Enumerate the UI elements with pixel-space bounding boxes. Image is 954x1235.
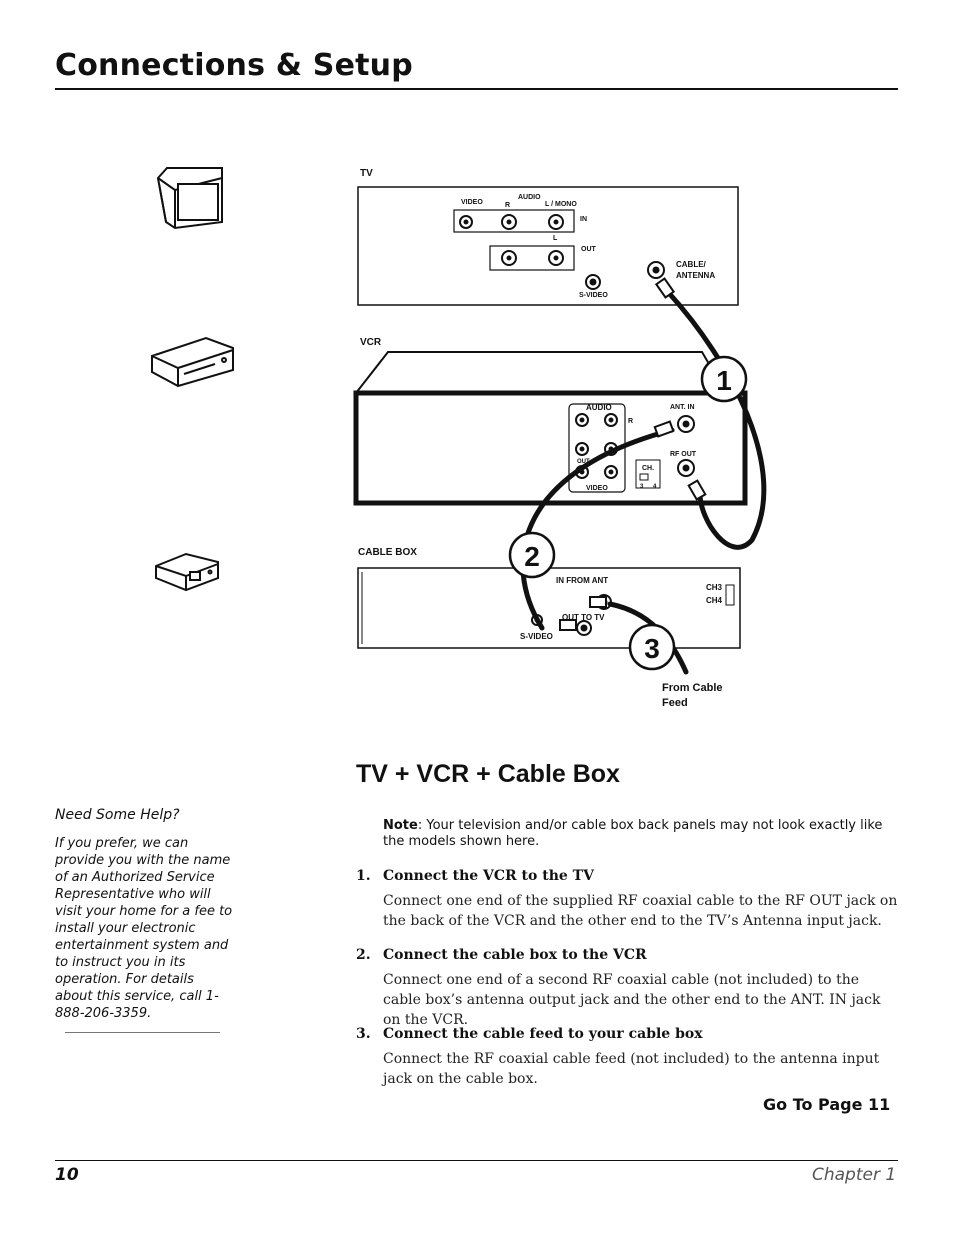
cable-box-label: CABLE BOX xyxy=(358,547,417,558)
callout-1: 1 xyxy=(700,355,748,403)
callout-2: 2 xyxy=(508,531,556,579)
title-rule xyxy=(55,88,898,90)
vcr-rf-out-label: RF OUT xyxy=(670,451,697,458)
tv-cable-antenna-label-2: ANTENNA xyxy=(676,271,715,280)
from-cable-label-1: From Cable xyxy=(662,682,723,694)
vcr-body xyxy=(353,351,748,506)
vcr-ch-label: CH. xyxy=(642,465,654,472)
section-heading: TV + VCR + Cable Box xyxy=(356,760,620,788)
step-3-heading: 3. Connect the cable feed to your cable b… xyxy=(356,1026,703,1042)
step-2-body: Connect one end of a second RF coaxial c… xyxy=(383,972,881,1028)
step-2-title: Connect the cable box to the VCR xyxy=(383,947,647,963)
vcr-icon xyxy=(151,336,234,388)
cable-ch4-label: CH4 xyxy=(706,596,723,605)
page-title: Connections & Setup xyxy=(55,48,413,83)
from-cable-label-2: Feed xyxy=(662,697,688,709)
vcr-channel-knob xyxy=(639,473,649,481)
step-3-title: Connect the cable feed to your cable box xyxy=(383,1026,703,1042)
note: Note: Your television and/or cable box b… xyxy=(383,818,883,850)
cable-connectors xyxy=(559,277,707,631)
vcr-label: VCR xyxy=(360,337,382,348)
tv-s-video-label: S-VIDEO xyxy=(579,292,608,299)
tv-in-label: IN xyxy=(580,216,587,223)
cable-box-channel-switch xyxy=(725,584,735,606)
go-to-page-link[interactable]: Go To Page 11 xyxy=(763,1095,891,1114)
help-divider xyxy=(65,1032,220,1033)
step-3-body: Connect the RF coaxial cable feed (not i… xyxy=(383,1051,880,1087)
footer-rule xyxy=(55,1160,898,1161)
cable-1 xyxy=(665,289,767,550)
vcr-ch3-label: 3 xyxy=(640,484,644,490)
step-1-body: Connect one end of the supplied RF coaxi… xyxy=(383,893,898,929)
connection-diagram: TV VIDEO AUDIO R L / MONO IN L OUT S-VID… xyxy=(151,167,767,709)
vcr-audio-label: AUDIO xyxy=(586,403,612,412)
cable-s-video-label: S-VIDEO xyxy=(520,632,553,641)
help-title: Need Some Help? xyxy=(55,807,180,823)
page-number: 10 xyxy=(55,1165,79,1185)
help-body: If you prefer, we can provide you with t… xyxy=(55,836,233,1021)
tv-out-label: OUT xyxy=(581,246,597,253)
callout-1-number: 1 xyxy=(716,365,732,396)
cable-box-back-panel xyxy=(357,567,741,649)
step-2-heading: 2. Connect the cable box to the VCR xyxy=(356,947,647,963)
note-text: : Your television and/or cable box back … xyxy=(383,818,883,849)
tv-jacks xyxy=(459,214,665,290)
tv-r-label: R xyxy=(505,202,510,209)
vcr-ch4-label: 4 xyxy=(653,484,657,490)
step-3-number: 3. xyxy=(356,1026,371,1042)
step-2-number: 2. xyxy=(356,947,371,963)
step-1-heading: 1. Connect the VCR to the TV xyxy=(356,868,594,884)
vcr-ant-in-label: ANT. IN xyxy=(670,404,695,411)
vcr-out-label: OUT xyxy=(577,459,590,465)
cable-ch3-label: CH3 xyxy=(706,583,723,592)
vcr-video-label: VIDEO xyxy=(586,485,608,492)
tv-l-mono-label: L / MONO xyxy=(545,201,577,208)
tv-video-label: VIDEO xyxy=(461,199,483,206)
cable-2 xyxy=(520,427,675,631)
tv-l-label: L xyxy=(553,235,558,242)
tv-label: TV xyxy=(360,168,373,179)
step-1-number: 1. xyxy=(356,868,371,884)
cable-out-to-tv-label: OUT TO TV xyxy=(562,613,605,622)
tv-icon xyxy=(156,167,223,230)
tv-audio-label: AUDIO xyxy=(518,194,541,201)
note-label: Note xyxy=(383,818,418,833)
callout-2-number: 2 xyxy=(524,541,540,572)
cable-in-from-ant-label: IN FROM ANT xyxy=(556,576,608,585)
callout-3: 3 xyxy=(628,623,676,671)
chapter-label: Chapter 1 xyxy=(812,1165,897,1185)
step-1-title: Connect the VCR to the TV xyxy=(383,868,594,884)
vcr-r-label: R xyxy=(628,418,633,425)
tv-cable-antenna-label-1: CABLE/ xyxy=(676,260,707,269)
cable-box-icon xyxy=(155,552,219,592)
callout-3-number: 3 xyxy=(644,633,660,664)
